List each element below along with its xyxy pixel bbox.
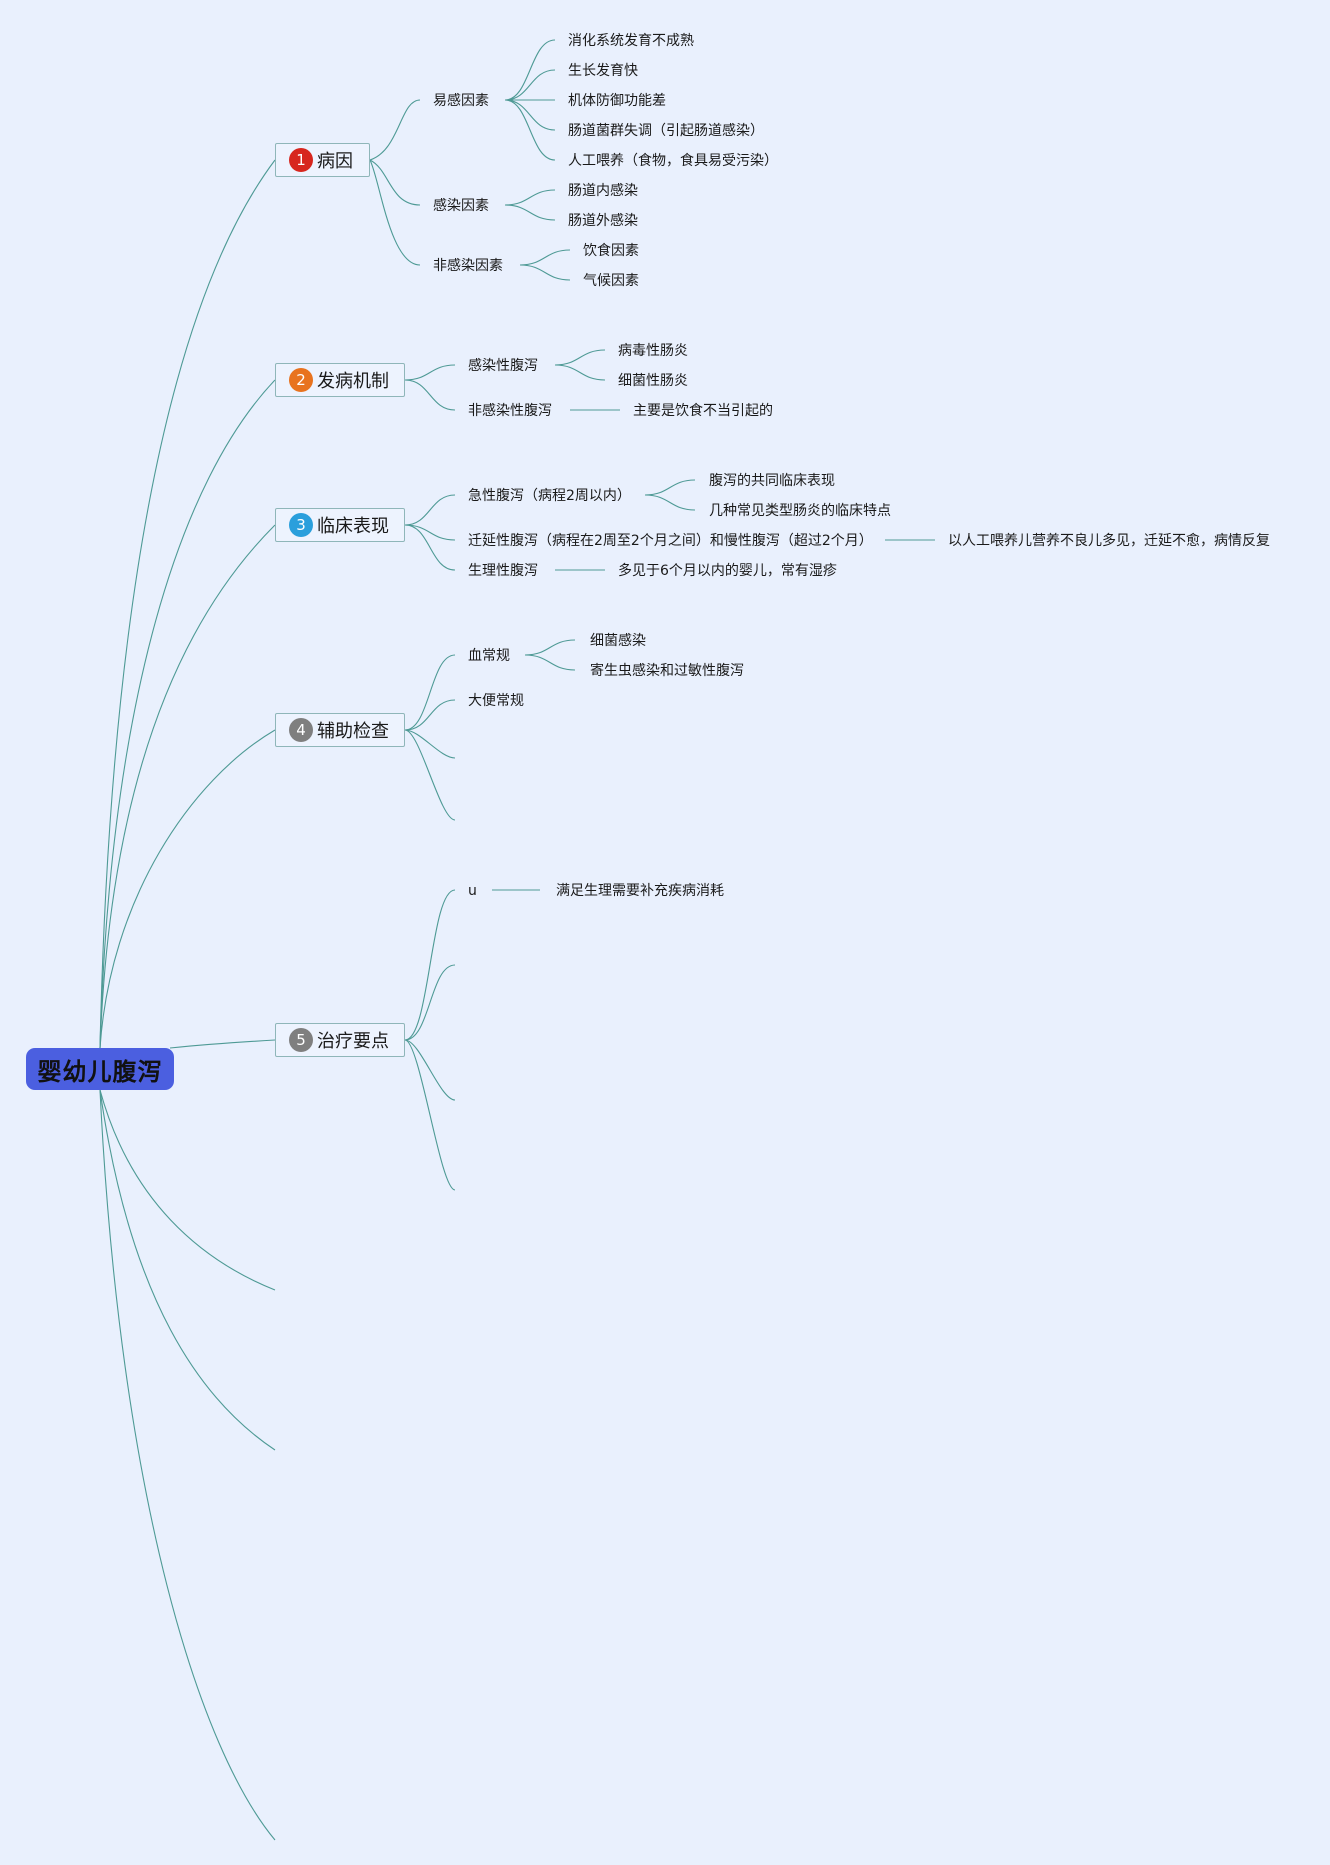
subtopic-stool-routine[interactable]: 大便常规 <box>468 693 524 709</box>
priority-1-icon: 1 <box>289 148 313 172</box>
branch-label: 治疗要点 <box>317 1031 389 1052</box>
leaf-topic[interactable]: 气候因素 <box>583 273 639 289</box>
leaf-topic[interactable]: 细菌性肠炎 <box>618 373 688 389</box>
leaf-topic[interactable]: 肠道菌群失调（引起肠道感染） <box>568 123 764 139</box>
leaf-topic[interactable]: 饮食因素 <box>583 243 639 259</box>
leaf-topic[interactable]: 主要是饮食不当引起的 <box>633 403 773 419</box>
root-topic[interactable]: 婴幼儿腹泻 <box>26 1048 174 1090</box>
subtopic-u[interactable]: u <box>468 883 477 899</box>
leaf-topic[interactable]: 寄生虫感染和过敏性腹泻 <box>590 663 744 679</box>
priority-3-icon: 3 <box>289 513 313 537</box>
subtopic-blood-routine[interactable]: 血常规 <box>468 648 510 664</box>
branch-topic-pathogenesis[interactable]: 2 发病机制 <box>275 363 405 397</box>
leaf-topic[interactable]: 腹泻的共同临床表现 <box>709 473 835 489</box>
branch-label: 辅助检查 <box>317 721 389 742</box>
branch-topic-auxiliary-exam[interactable]: 4 辅助检查 <box>275 713 405 747</box>
leaf-topic[interactable]: 满足生理需要补充疾病消耗 <box>556 883 724 899</box>
branch-topic-treatment[interactable]: 5 治疗要点 <box>275 1023 405 1057</box>
leaf-topic[interactable]: 机体防御功能差 <box>568 93 666 109</box>
leaf-topic[interactable]: 生长发育快 <box>568 63 638 79</box>
leaf-topic[interactable]: 几种常见类型肠炎的临床特点 <box>709 503 891 519</box>
subtopic-non-infection[interactable]: 非感染因素 <box>433 258 503 274</box>
branch-label: 发病机制 <box>317 371 389 392</box>
subtopic-persistent-chronic-diarrhea[interactable]: 迁延性腹泻（病程在2周至2个月之间）和慢性腹泻（超过2个月） <box>468 533 873 549</box>
leaf-topic[interactable]: 以人工喂养儿营养不良儿多见，迁延不愈，病情反复 <box>948 533 1270 549</box>
leaf-topic[interactable]: 多见于6个月以内的婴儿，常有湿疹 <box>618 563 837 579</box>
leaf-topic[interactable]: 人工喂养（食物，食具易受污染） <box>568 153 778 169</box>
leaf-topic[interactable]: 病毒性肠炎 <box>618 343 688 359</box>
branch-label: 病因 <box>317 151 353 172</box>
branch-topic-cause[interactable]: 1 病因 <box>275 143 370 177</box>
leaf-topic[interactable]: 肠道内感染 <box>568 183 638 199</box>
priority-2-icon: 2 <box>289 368 313 392</box>
subtopic-physiological-diarrhea[interactable]: 生理性腹泻 <box>468 563 538 579</box>
leaf-topic[interactable]: 肠道外感染 <box>568 213 638 229</box>
priority-4-icon: 4 <box>289 718 313 742</box>
subtopic-infectious-diarrhea[interactable]: 感染性腹泻 <box>468 358 538 374</box>
subtopic-susceptibility[interactable]: 易感因素 <box>433 93 489 109</box>
leaf-topic[interactable]: 细菌感染 <box>590 633 646 649</box>
subtopic-non-infectious-diarrhea[interactable]: 非感染性腹泻 <box>468 403 552 419</box>
leaf-topic[interactable]: 消化系统发育不成熟 <box>568 33 694 49</box>
priority-5-icon: 5 <box>289 1028 313 1052</box>
subtopic-acute-diarrhea[interactable]: 急性腹泻（病程2周以内） <box>468 488 631 504</box>
subtopic-infection[interactable]: 感染因素 <box>433 198 489 214</box>
branch-topic-clinical[interactable]: 3 临床表现 <box>275 508 405 542</box>
branch-label: 临床表现 <box>317 516 389 537</box>
